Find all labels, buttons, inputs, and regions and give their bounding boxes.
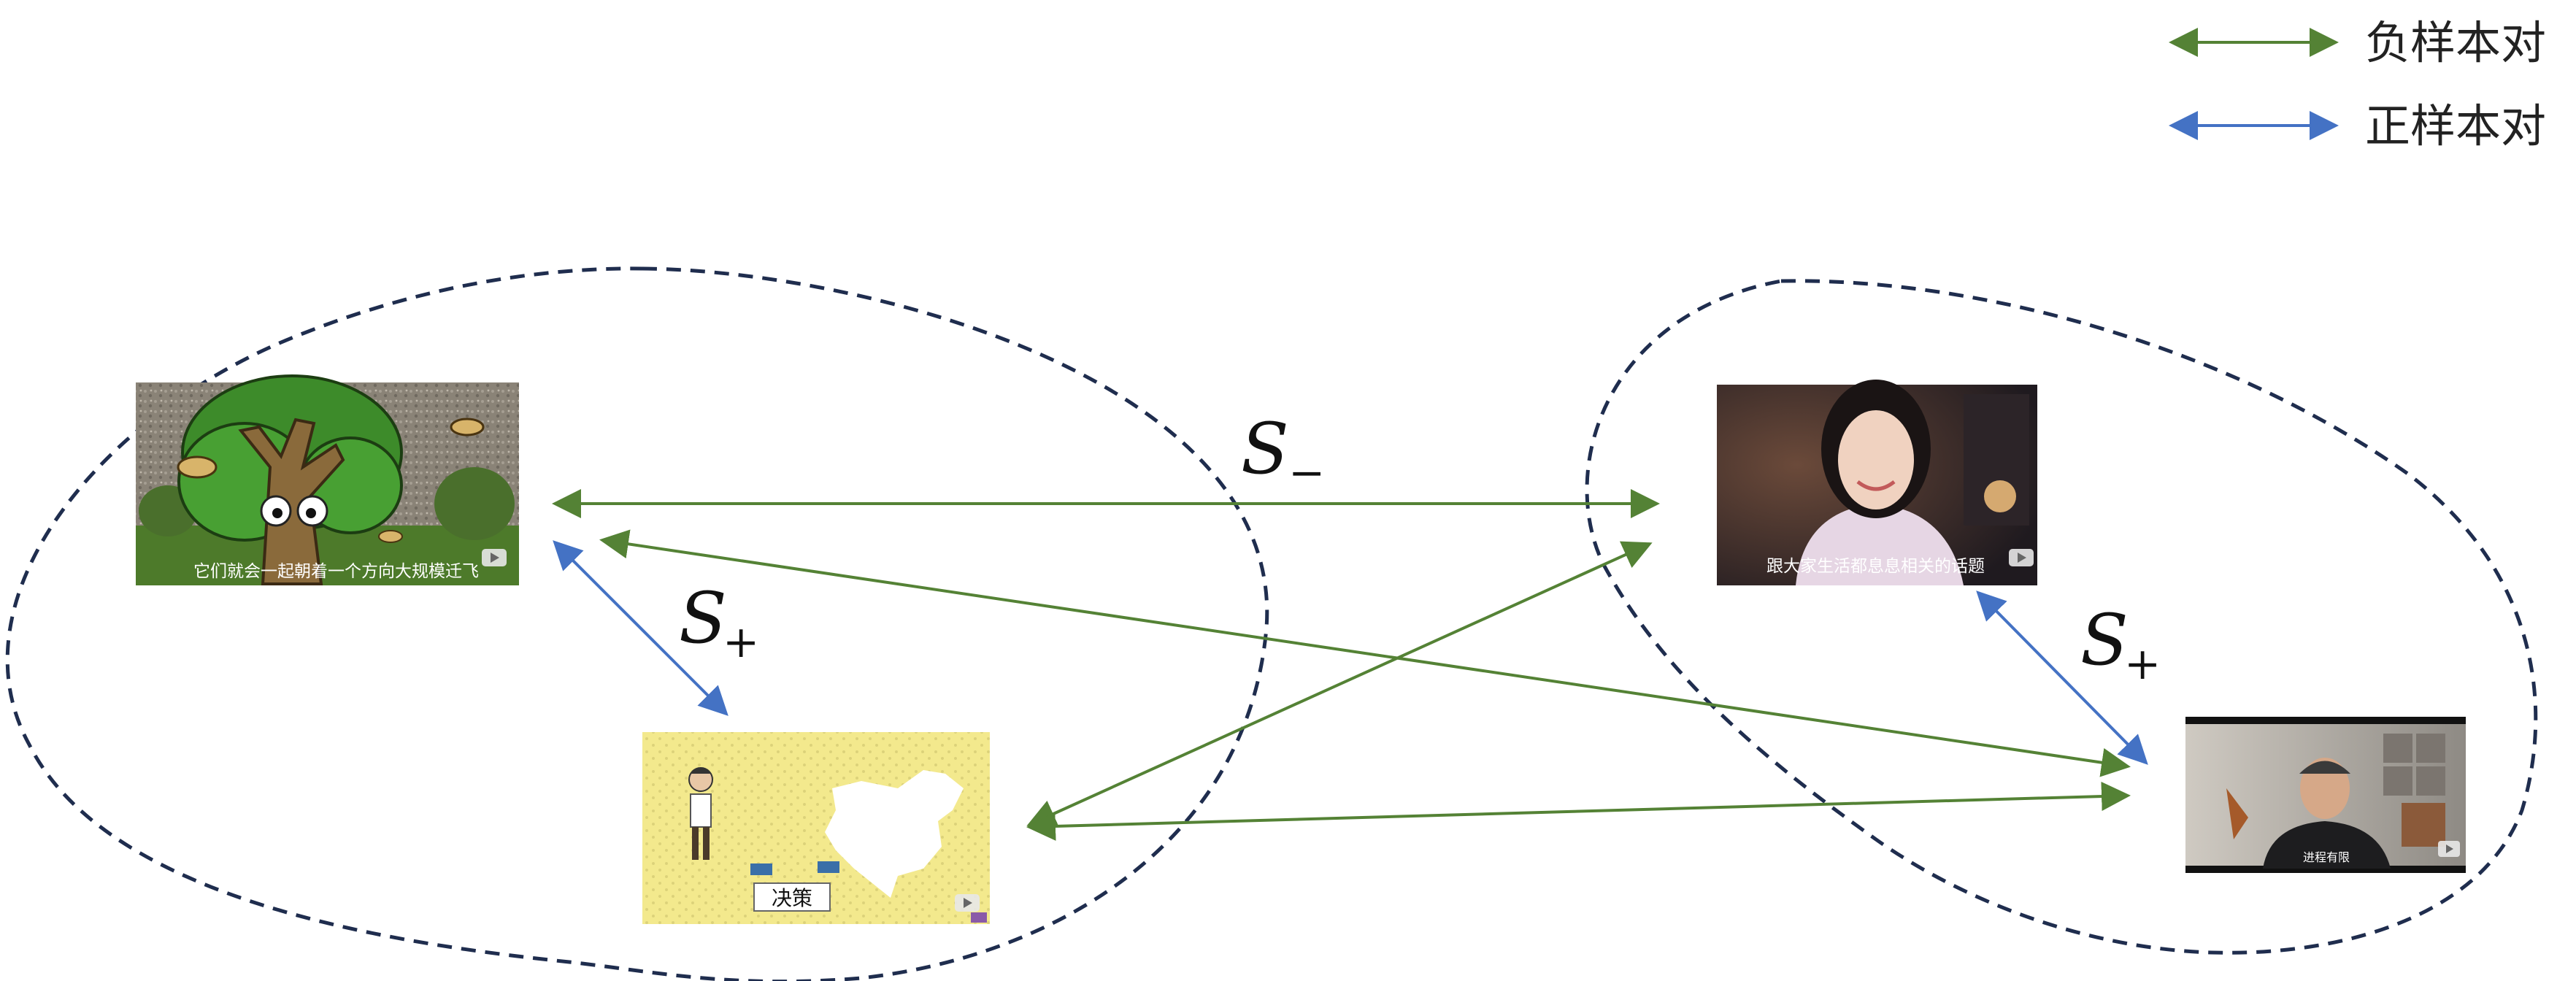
thumbnail-man-talk: 进程有限	[2185, 717, 2466, 873]
thumbnail-cartoon-tree: 它们就会一起朝着一个方向大规模迁飞	[136, 374, 519, 585]
man-talk-caption: 进程有限	[2303, 850, 2350, 864]
thumbnail-map-decision: 决策	[642, 732, 990, 924]
legend-negative-label: 负样本对	[2365, 16, 2546, 69]
legend: 负样本对 正样本对	[2169, 16, 2546, 153]
label-s-plus-left: S +	[679, 577, 759, 668]
label-s-plus-right-symbol: S	[2080, 599, 2129, 681]
negative-pair-arrow-map-woman	[1026, 541, 1653, 828]
label-s-minus-sub: −	[1288, 447, 1325, 499]
label-s-minus-symbol: S	[1241, 408, 1289, 490]
positive-pair-arrow-left	[553, 540, 728, 716]
label-s-plus-right: S +	[2080, 599, 2161, 690]
positive-pair-arrow-right	[1976, 590, 2148, 765]
label-s-minus: S −	[1241, 408, 1325, 499]
negative-pair-arrow-map-man	[1026, 782, 2131, 841]
cartoon-tree-caption: 它们就会一起朝着一个方向大规模迁飞	[193, 562, 479, 581]
label-s-plus-left-sub: +	[723, 617, 759, 668]
legend-positive-label: 正样本对	[2365, 99, 2546, 153]
map-decision-caption: 决策	[772, 886, 812, 910]
thumbnail-woman-talk: 跟大家生活都息息相关的话题	[1717, 380, 2037, 585]
woman-talk-caption: 跟大家生活都息息相关的话题	[1766, 557, 1985, 576]
label-s-plus-left-symbol: S	[679, 577, 727, 659]
right-cluster-outline	[1585, 279, 2538, 955]
label-s-plus-right-sub: +	[2124, 639, 2161, 690]
